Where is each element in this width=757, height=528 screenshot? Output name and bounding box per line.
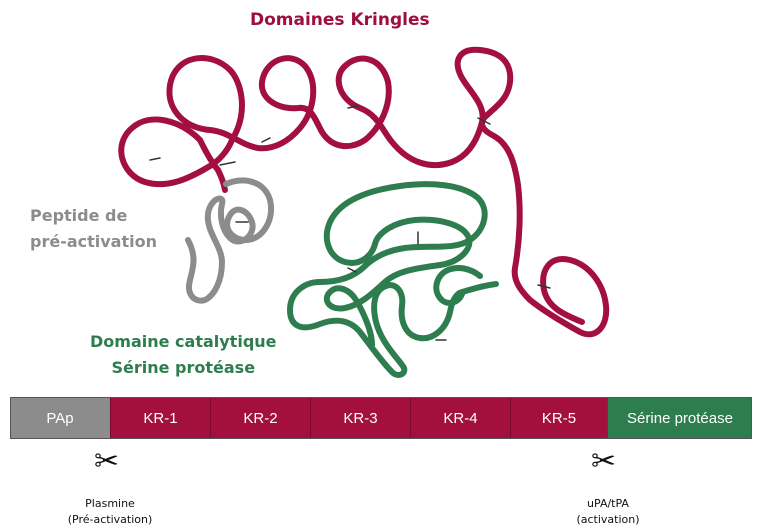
bar-segment-kr5: KR-5 [510, 397, 607, 439]
pre-activation-peptide-label: Peptide de pré-activation [30, 203, 157, 255]
plasmin-label-line1: Plasmine [85, 497, 135, 510]
bar-segment-pap: PAp [10, 397, 110, 439]
bar-segment-label: PAp [46, 409, 74, 427]
peptide-label-line2: pré-activation [30, 232, 157, 251]
bar-segment-label: KR-1 [143, 409, 178, 427]
peptide-label-line1: Peptide de [30, 206, 128, 225]
serine-protease-domain [287, 181, 499, 378]
bar-segment-label: KR-4 [443, 409, 478, 427]
bar-segment-kr3: KR-3 [310, 397, 410, 439]
kringle-domains-title: Domaines Kringles [250, 10, 430, 30]
scissors-icon: ✂ [591, 444, 617, 479]
upa-label-line1: uPA/tPA [587, 497, 629, 510]
upa-tpa-cleavage-label: uPA/tPA (activation) [553, 496, 663, 528]
catalytic-domain-label: Domaine catalytique Sérine protéase [90, 329, 277, 381]
kringle-chain [118, 46, 610, 338]
bar-segment-kr2: KR-2 [210, 397, 310, 439]
catalytic-label-line1: Domaine catalytique [90, 332, 277, 351]
bar-segment-label: KR-2 [243, 409, 278, 427]
bar-segment-label: Sérine protéase [627, 409, 733, 427]
catalytic-label-line2: Sérine protéase [111, 358, 256, 377]
pre-activation-peptide [185, 177, 275, 304]
bar-segment-label: KR-5 [541, 409, 577, 427]
bar-segment-label: KR-3 [343, 409, 378, 427]
upa-label-line2: (activation) [576, 513, 640, 526]
bar-segment-kr1: KR-1 [110, 397, 210, 439]
plasmin-cleavage-label: Plasmine (Pré-activation) [55, 496, 165, 528]
plasmin-label-line2: (Pré-activation) [67, 513, 153, 526]
bar-segment-serine-protease: Sérine protéase [607, 397, 752, 439]
scissors-icon: ✂ [94, 444, 120, 479]
bar-segment-kr4: KR-4 [410, 397, 510, 439]
